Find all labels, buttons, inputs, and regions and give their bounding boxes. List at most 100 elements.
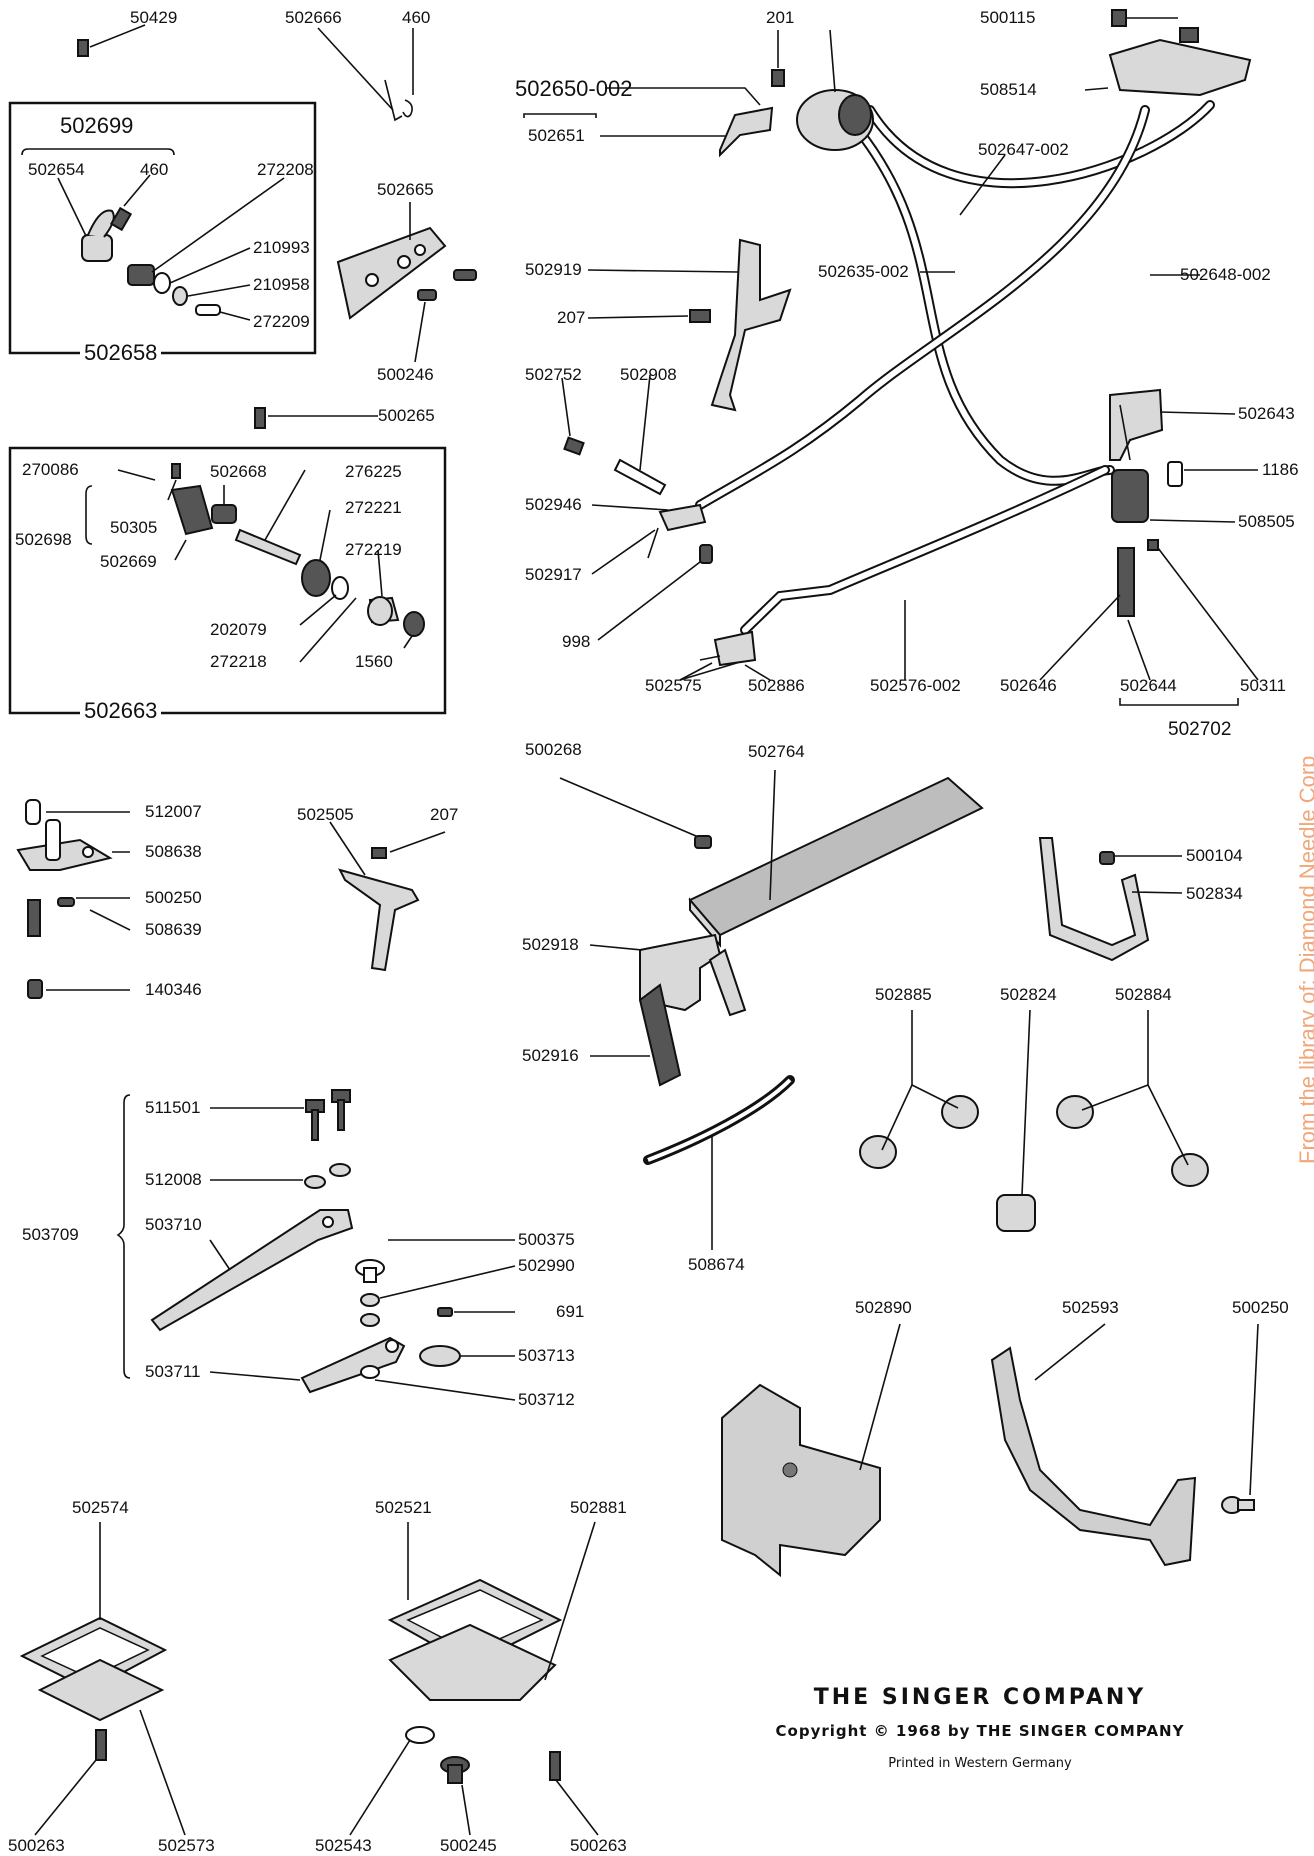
label-502635-002: 502635-002 xyxy=(818,262,909,281)
part-block-502643 xyxy=(1109,388,1236,461)
label-502576-002: 502576-002 xyxy=(870,676,961,695)
label-503713: 503713 xyxy=(518,1346,575,1365)
part-bracket-502919 xyxy=(587,238,792,412)
label-272209: 272209 xyxy=(253,312,310,331)
label-50311: 50311 xyxy=(1240,676,1287,695)
part-plate-502573 xyxy=(37,1658,186,1836)
part-screw-500246 xyxy=(414,289,437,363)
label-502666: 502666 xyxy=(285,8,342,27)
footer: THE SINGER COMPANY Copyright © 1968 by T… xyxy=(700,1685,1260,1771)
leader-272218 xyxy=(299,597,357,663)
tube-502648-002 xyxy=(695,105,1150,510)
label-500263-left: 500263 xyxy=(8,1836,65,1855)
part-fitting-502752 xyxy=(561,377,585,456)
tube-502647-002 xyxy=(865,100,1215,189)
part-spring-502644 xyxy=(1117,547,1151,681)
part-screw-500265 xyxy=(254,407,378,429)
copyright-line: Copyright © 1968 by THE SINGER COMPANY xyxy=(775,1722,1185,1740)
label-502575: 502575 xyxy=(645,676,702,695)
part-screw-50311 xyxy=(1147,539,1259,681)
part-bushing-502669 xyxy=(170,484,214,561)
label-272221: 272221 xyxy=(345,498,402,517)
label-503710: 503710 xyxy=(145,1215,202,1234)
part-spring-502668 xyxy=(211,485,237,524)
part-filter-508505 xyxy=(1111,469,1236,523)
part-screw-500250a xyxy=(57,897,130,907)
part-nozzle-502917 xyxy=(591,527,659,575)
label-502990: 502990 xyxy=(518,1256,575,1275)
label-460-group: 460 xyxy=(140,160,169,179)
label-502918: 502918 xyxy=(522,935,579,954)
part-cap-502824 xyxy=(996,1009,1036,1232)
label-500245: 500245 xyxy=(440,1836,497,1855)
label-207-mid: 207 xyxy=(557,308,586,327)
part-screw-140346 xyxy=(27,979,130,999)
part-pin-270086 xyxy=(117,469,156,481)
label-502665: 502665 xyxy=(377,180,434,199)
label-500375: 500375 xyxy=(518,1230,575,1249)
label-502574: 502574 xyxy=(72,1498,129,1517)
label-500115: 500115 xyxy=(980,8,1036,27)
label-502824: 502824 xyxy=(1000,985,1057,1004)
part-washer-210958 xyxy=(172,284,251,306)
label-503711: 503711 xyxy=(145,1362,201,1381)
part-pin-512007 xyxy=(25,799,130,825)
label-502764: 502764 xyxy=(748,742,805,761)
group-box-502663 xyxy=(8,446,447,715)
label-1560: 1560 xyxy=(355,652,393,671)
label-272219: 272219 xyxy=(345,540,402,559)
part-plate-502665 xyxy=(336,202,477,320)
part-clip-502946 xyxy=(591,503,707,532)
label-502593: 502593 xyxy=(1062,1298,1119,1317)
part-bumpers-502885 xyxy=(859,1010,979,1169)
label-508514: 508514 xyxy=(980,80,1037,99)
part-bearing-272221 xyxy=(301,509,331,597)
part-screw-500263b xyxy=(549,1751,599,1836)
label-511501: 511501 xyxy=(145,1098,201,1117)
label-502919: 502919 xyxy=(525,260,582,279)
label-508505: 508505 xyxy=(1238,512,1295,531)
label-270086: 270086 xyxy=(22,460,79,479)
label-502648-002: 502648-002 xyxy=(1180,265,1271,284)
label-276225: 276225 xyxy=(345,462,402,481)
label-502647-002: 502647-002 xyxy=(978,140,1069,159)
part-washer-202079 xyxy=(299,576,349,626)
part-clip-502834 xyxy=(1038,837,1183,962)
label-503712: 503712 xyxy=(518,1390,575,1409)
part-pin-502666 xyxy=(317,27,414,122)
label-502663: 502663 xyxy=(80,698,162,724)
part-screw-500104 xyxy=(1099,851,1182,865)
label-502699: 502699 xyxy=(60,113,134,138)
part-cone-272219 xyxy=(367,549,400,626)
label-508638: 508638 xyxy=(145,842,202,861)
label-502658: 502658 xyxy=(80,340,162,366)
part-bracket-508638 xyxy=(16,819,130,871)
label-500250-right: 500250 xyxy=(1232,1298,1289,1317)
part-shaft-276225 xyxy=(234,469,306,566)
label-502650-002: 502650-002 xyxy=(515,76,633,101)
label-500246: 500246 xyxy=(377,365,434,384)
label-202079: 202079 xyxy=(210,620,267,639)
label-500104: 500104 xyxy=(1186,846,1243,865)
part-block-508514 xyxy=(1084,17,1252,97)
label-502917: 502917 xyxy=(525,565,582,584)
label-460-top: 460 xyxy=(402,8,431,27)
label-500250-left: 500250 xyxy=(145,888,202,907)
label-502885: 502885 xyxy=(875,985,932,1004)
label-207-left: 207 xyxy=(430,805,459,824)
part-washer-502543 xyxy=(349,1726,435,1836)
part-screw-1186 xyxy=(1167,461,1258,487)
part-plate-502764 xyxy=(688,769,984,948)
part-spring-502646 xyxy=(1039,594,1121,681)
part-screws-511501 xyxy=(210,1089,351,1141)
label-502886: 502886 xyxy=(748,676,805,695)
library-watermark: From the library of: Diamond Needle Corp xyxy=(1295,755,1314,1164)
part-clamp-502654 xyxy=(57,177,115,262)
label-502573: 502573 xyxy=(158,1836,215,1855)
part-bumpers-502884 xyxy=(1056,1010,1209,1187)
part-screw-500250b xyxy=(1221,1323,1259,1514)
label-502698: 502698 xyxy=(15,530,72,549)
label-502505: 502505 xyxy=(297,805,354,824)
label-502916: 502916 xyxy=(522,1046,579,1065)
part-washer-502990 xyxy=(360,1265,516,1327)
